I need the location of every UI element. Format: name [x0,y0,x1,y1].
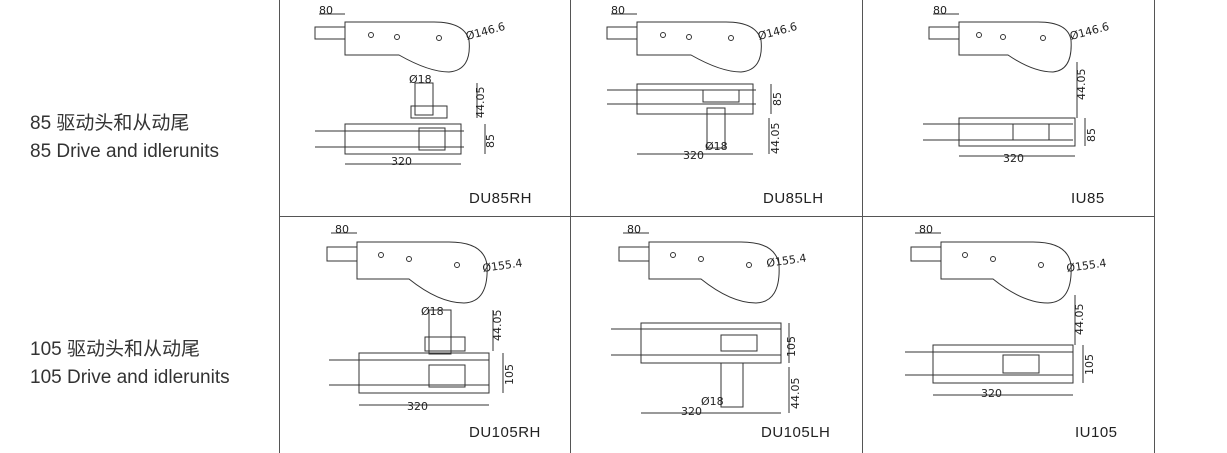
row-label-en: 105 Drive and idlerunits [30,367,230,388]
dim-height: 44.05 [789,378,802,410]
dim-length: 320 [981,387,1002,400]
dim-diameter: Ø155.4 [482,257,524,275]
drawing-du105lh: 80 Ø155.4 Ø18 44.05 105 320 [611,223,808,418]
dim-shaft: Ø18 [705,140,728,153]
dim-height: 44.05 [769,123,782,155]
dim-diameter: Ø146.6 [1068,20,1110,43]
drawing-iu85: 80 Ø146.6 44.05 85 320 [923,4,1111,165]
row-label-en: 85 Drive and idlerunits [30,141,220,162]
dim-frame-h: 85 [484,134,497,148]
dim-length: 320 [407,400,428,413]
drawing-iu105: 80 Ø155.4 44.05 105 320 [905,223,1108,400]
product-code: IU105 [1075,424,1118,441]
drawing-du85rh: 80 Ø146.6 Ø18 44.05 85 320 [314,4,507,168]
dim-diameter: Ø146.6 [756,20,798,43]
row-label-105: 105 驱动头和从动尾 105 Drive and idlerunits [30,336,230,392]
dim-length: 320 [391,155,412,168]
dim-frame-h: 105 [1083,354,1096,375]
dim-length: 320 [683,149,704,162]
dim-shaft: Ø18 [701,395,724,408]
dim-width: 80 [335,223,349,236]
dim-shaft: Ø18 [409,73,432,86]
drawing-cell-du105lh: 80 Ø155.4 Ø18 44.05 105 320 DU105LH [571,217,863,453]
dim-width: 80 [319,4,333,17]
drawing-du85lh: 80 Ø146.6 Ø18 44.05 85 320 [606,4,799,162]
drawing-cell-du85rh: 80 Ø146.6 Ø18 44.05 85 320 DU85RH [279,0,571,217]
drawing-cell-du105rh: 80 Ø155.4 Ø18 44.05 105 320 DU105RH [279,217,571,453]
drawing-cell-iu85: 80 Ø146.6 44.05 85 320 IU85 [863,0,1155,217]
drawing-du105rh: 80 Ø155.4 Ø18 44.05 105 320 [326,223,524,413]
product-code: IU85 [1071,190,1105,207]
dim-height: 44.05 [491,310,504,342]
dim-height: 44.05 [474,87,487,119]
drawing-cell-du85lh: 80 Ø146.6 Ø18 44.05 85 320 DU85LH [571,0,863,217]
dim-frame-h: 105 [785,336,798,357]
dim-height: 44.05 [1073,304,1086,336]
dim-diameter: Ø155.4 [1066,257,1108,275]
product-drawing-table: 80 Ø146.6 Ø18 44.05 85 320 DU85RH 80 [279,0,1155,453]
row-label-cn: 85 驱动头和从动尾 [30,113,190,134]
row-label-85: 85 驱动头和从动尾 85 Drive and idlerunits [30,110,219,166]
dim-diameter: Ø155.4 [766,252,808,270]
dim-frame-h: 85 [1085,128,1098,142]
drawing-cell-iu105: 80 Ø155.4 44.05 105 320 IU105 [863,217,1155,453]
dim-frame-h: 105 [503,364,516,385]
product-code: DU85LH [763,190,824,207]
dim-length: 320 [681,405,702,418]
product-code: DU105LH [761,424,831,441]
dim-width: 80 [611,4,625,17]
dim-frame-h: 85 [771,92,784,106]
dim-height: 44.05 [1075,69,1088,101]
dim-length: 320 [1003,152,1024,165]
row-label-cn: 105 驱动头和从动尾 [30,339,200,360]
table-left-border [279,0,280,453]
dim-width: 80 [933,4,947,17]
dim-diameter: Ø146.6 [464,20,506,43]
dim-shaft: Ø18 [421,305,444,318]
dim-width: 80 [627,223,641,236]
product-code: DU105RH [469,424,541,441]
dim-width: 80 [919,223,933,236]
product-code: DU85RH [469,190,533,207]
